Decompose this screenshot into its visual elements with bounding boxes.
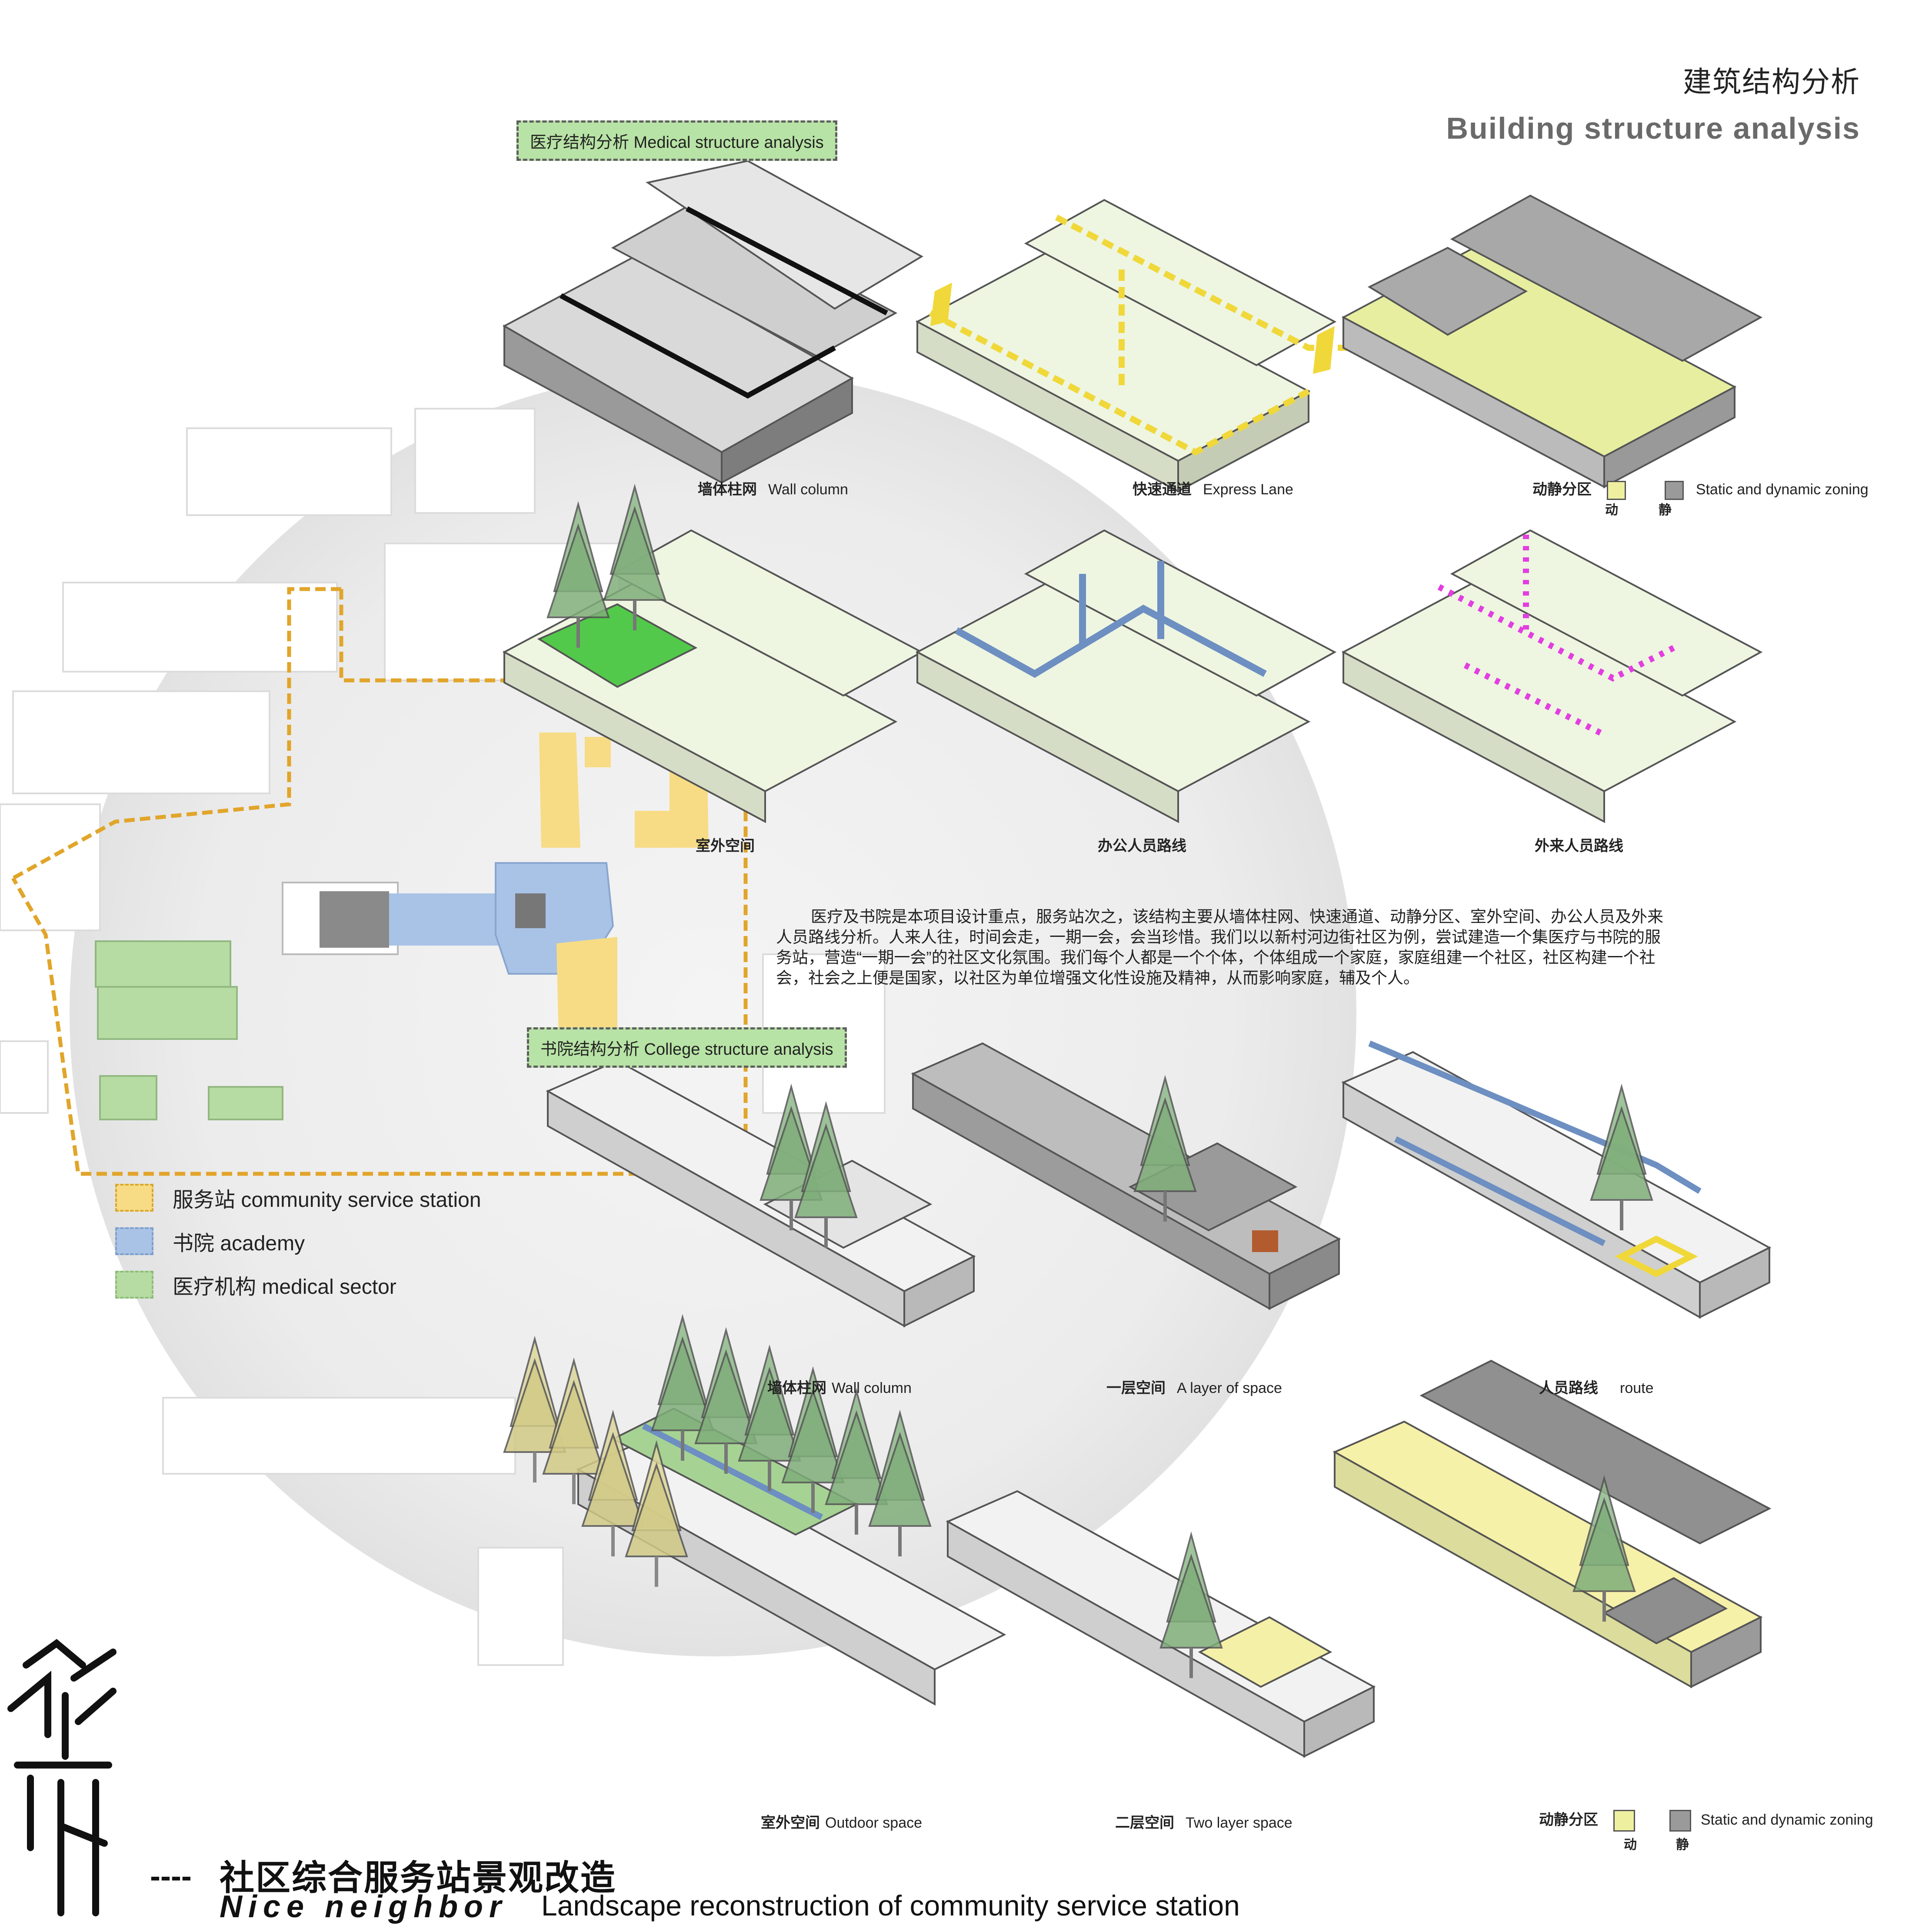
medical-axonometrics	[502, 160, 1763, 823]
legend-swatch-academy	[115, 1227, 153, 1255]
college-static-text: 静	[1676, 1838, 1689, 1852]
legend-item-service: 服务站 community service station	[115, 1183, 481, 1213]
medical-static-text: 静	[1659, 503, 1672, 517]
page-title-cn: 建筑结构分析	[1683, 66, 1860, 98]
college-axonometrics	[504, 1040, 1772, 1758]
static-swatch	[1665, 481, 1684, 500]
medical-label-outdoor: 室外空间	[696, 838, 755, 854]
college-label-zoning: 动静分区 Static and dynamic zoning	[1539, 1808, 1873, 1832]
footer-title-en-bold: Nice neighbor	[220, 1889, 508, 1924]
static-swatch-2	[1669, 1810, 1692, 1832]
site-plan	[11, 587, 748, 1176]
footer-title-en: Landscape reconstruction of community se…	[541, 1889, 1240, 1922]
medical-dynamic-text: 动	[1605, 503, 1618, 517]
college-section-label: 书院结构分析 College structure analysis	[527, 1027, 847, 1068]
medical-section-label: 医疗结构分析 Medical structure analysis	[516, 120, 837, 161]
legend-swatch-medical	[115, 1271, 153, 1299]
medical-label-zoning: 动静分区 Static and dynamic zoning	[1532, 477, 1869, 500]
page-title-en: Building structure analysis	[1446, 111, 1860, 145]
footer-title-cn: 社区综合服务站景观改造	[220, 1859, 616, 1897]
legend-swatch-service	[115, 1184, 153, 1212]
footer-dash: ----	[150, 1859, 192, 1894]
legend: 服务站 community service station 书院 academy…	[115, 1183, 481, 1300]
dynamic-swatch-2	[1613, 1810, 1636, 1832]
college-dynamic-text: 动	[1624, 1838, 1637, 1852]
legend-item-academy: 书院 academy	[115, 1226, 481, 1256]
dynamic-swatch	[1607, 481, 1626, 500]
medical-label-office-route: 办公人员路线	[1098, 838, 1186, 854]
calligraphy-logo	[7, 1639, 117, 1916]
description-text: 医疗及书院是本项目设计重点，服务站次之，该结构主要从墙体柱网、快速通道、动静分区…	[776, 908, 1663, 987]
legend-item-medical: 医疗机构 medical sector	[115, 1269, 481, 1300]
medical-label-visitor-route: 外来人员路线	[1535, 838, 1623, 854]
